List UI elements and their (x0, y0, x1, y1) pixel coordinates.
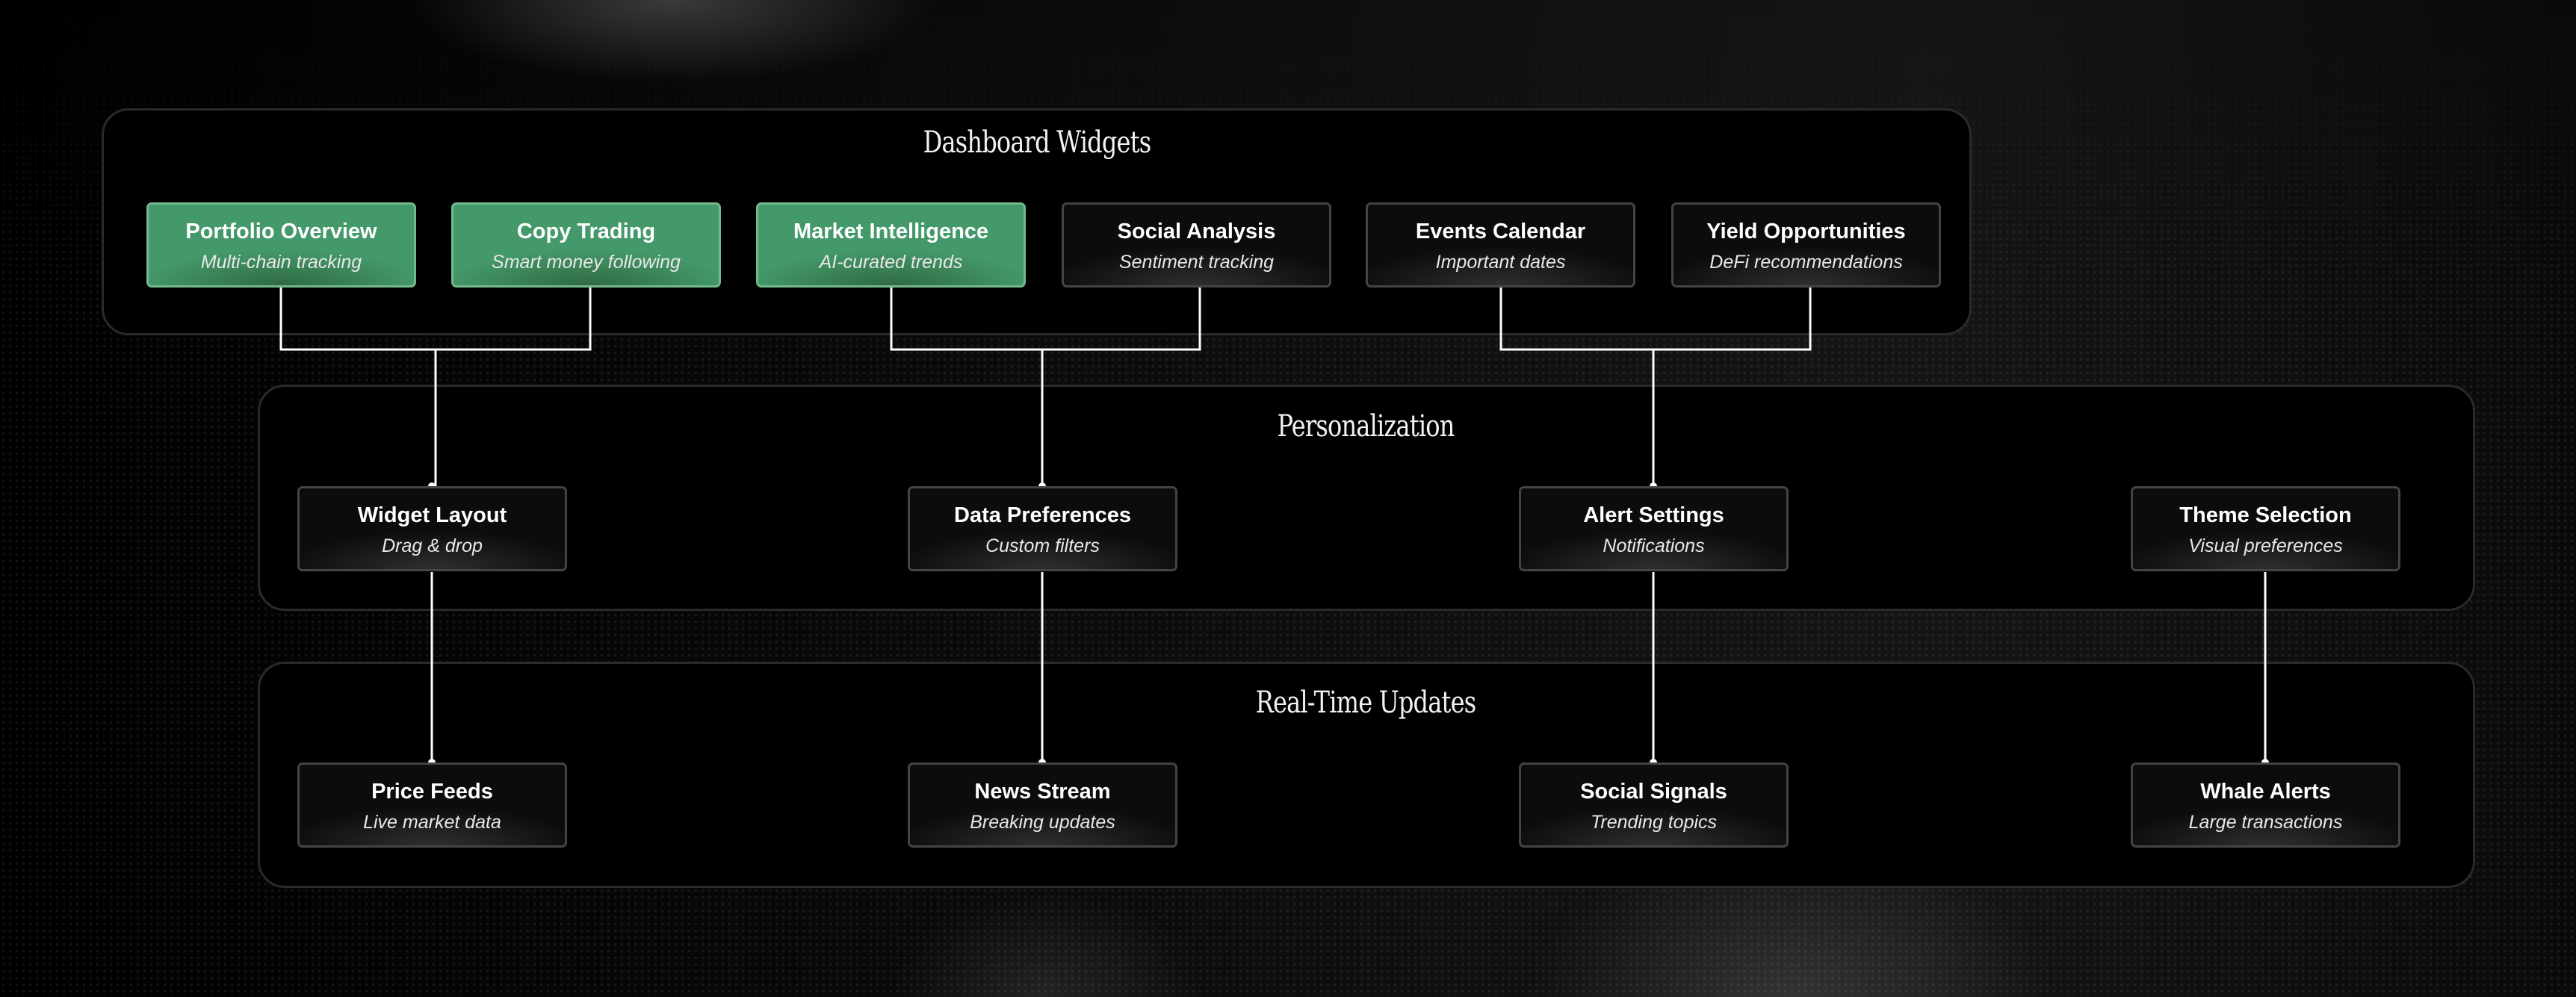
node-title: Portfolio Overview (185, 220, 377, 243)
node-title: Events Calendar (1415, 220, 1586, 243)
node-title: Market Intelligence (793, 220, 989, 243)
section-title-personalization: Personalization (1277, 409, 1455, 444)
node-title: News Stream (974, 780, 1111, 804)
node-title: Social Signals (1580, 780, 1727, 804)
node-title: Widget Layout (357, 503, 507, 527)
node-subtitle: Notifications (1603, 535, 1705, 556)
node-subtitle: Breaking updates (970, 812, 1115, 833)
node-title: Alert Settings (1583, 503, 1724, 527)
node-subtitle: Trending topics (1590, 812, 1718, 833)
node-title: Price Feeds (371, 780, 493, 804)
node-subtitle: Live market data (363, 812, 501, 833)
node-title: Data Preferences (954, 503, 1131, 527)
node-subtitle: Custom filters (985, 535, 1100, 556)
section-title-real-time-updates: Real-Time Updates (1255, 686, 1476, 720)
section-title-dashboard-widgets: Dashboard Widgets (923, 125, 1151, 160)
node-subtitle: DeFi recommendations (1709, 252, 1903, 273)
node-title: Copy Trading (516, 220, 656, 243)
node-subtitle: AI-curated trends (819, 252, 963, 273)
connector-group-1 (279, 288, 592, 486)
node-title: Social Analysis (1117, 220, 1276, 243)
node-title: Yield Opportunities (1706, 220, 1906, 243)
node-subtitle: Multi-chain tracking (200, 252, 362, 273)
connector-group-3 (1499, 288, 1812, 486)
node-subtitle: Visual preferences (2188, 535, 2343, 556)
node-subtitle: Important dates (1435, 252, 1566, 273)
personalization-panel (258, 385, 2475, 611)
node-title: Whale Alerts (2200, 780, 2331, 804)
node-title: Theme Selection (2179, 503, 2352, 527)
node-subtitle: Drag & drop (382, 535, 483, 556)
node-subtitle: Smart money following (492, 252, 681, 273)
connector-group-2 (890, 288, 1201, 486)
real-time-updates-panel (258, 662, 2475, 888)
node-subtitle: Large transactions (2188, 812, 2343, 833)
node-subtitle: Sentiment tracking (1118, 252, 1275, 273)
